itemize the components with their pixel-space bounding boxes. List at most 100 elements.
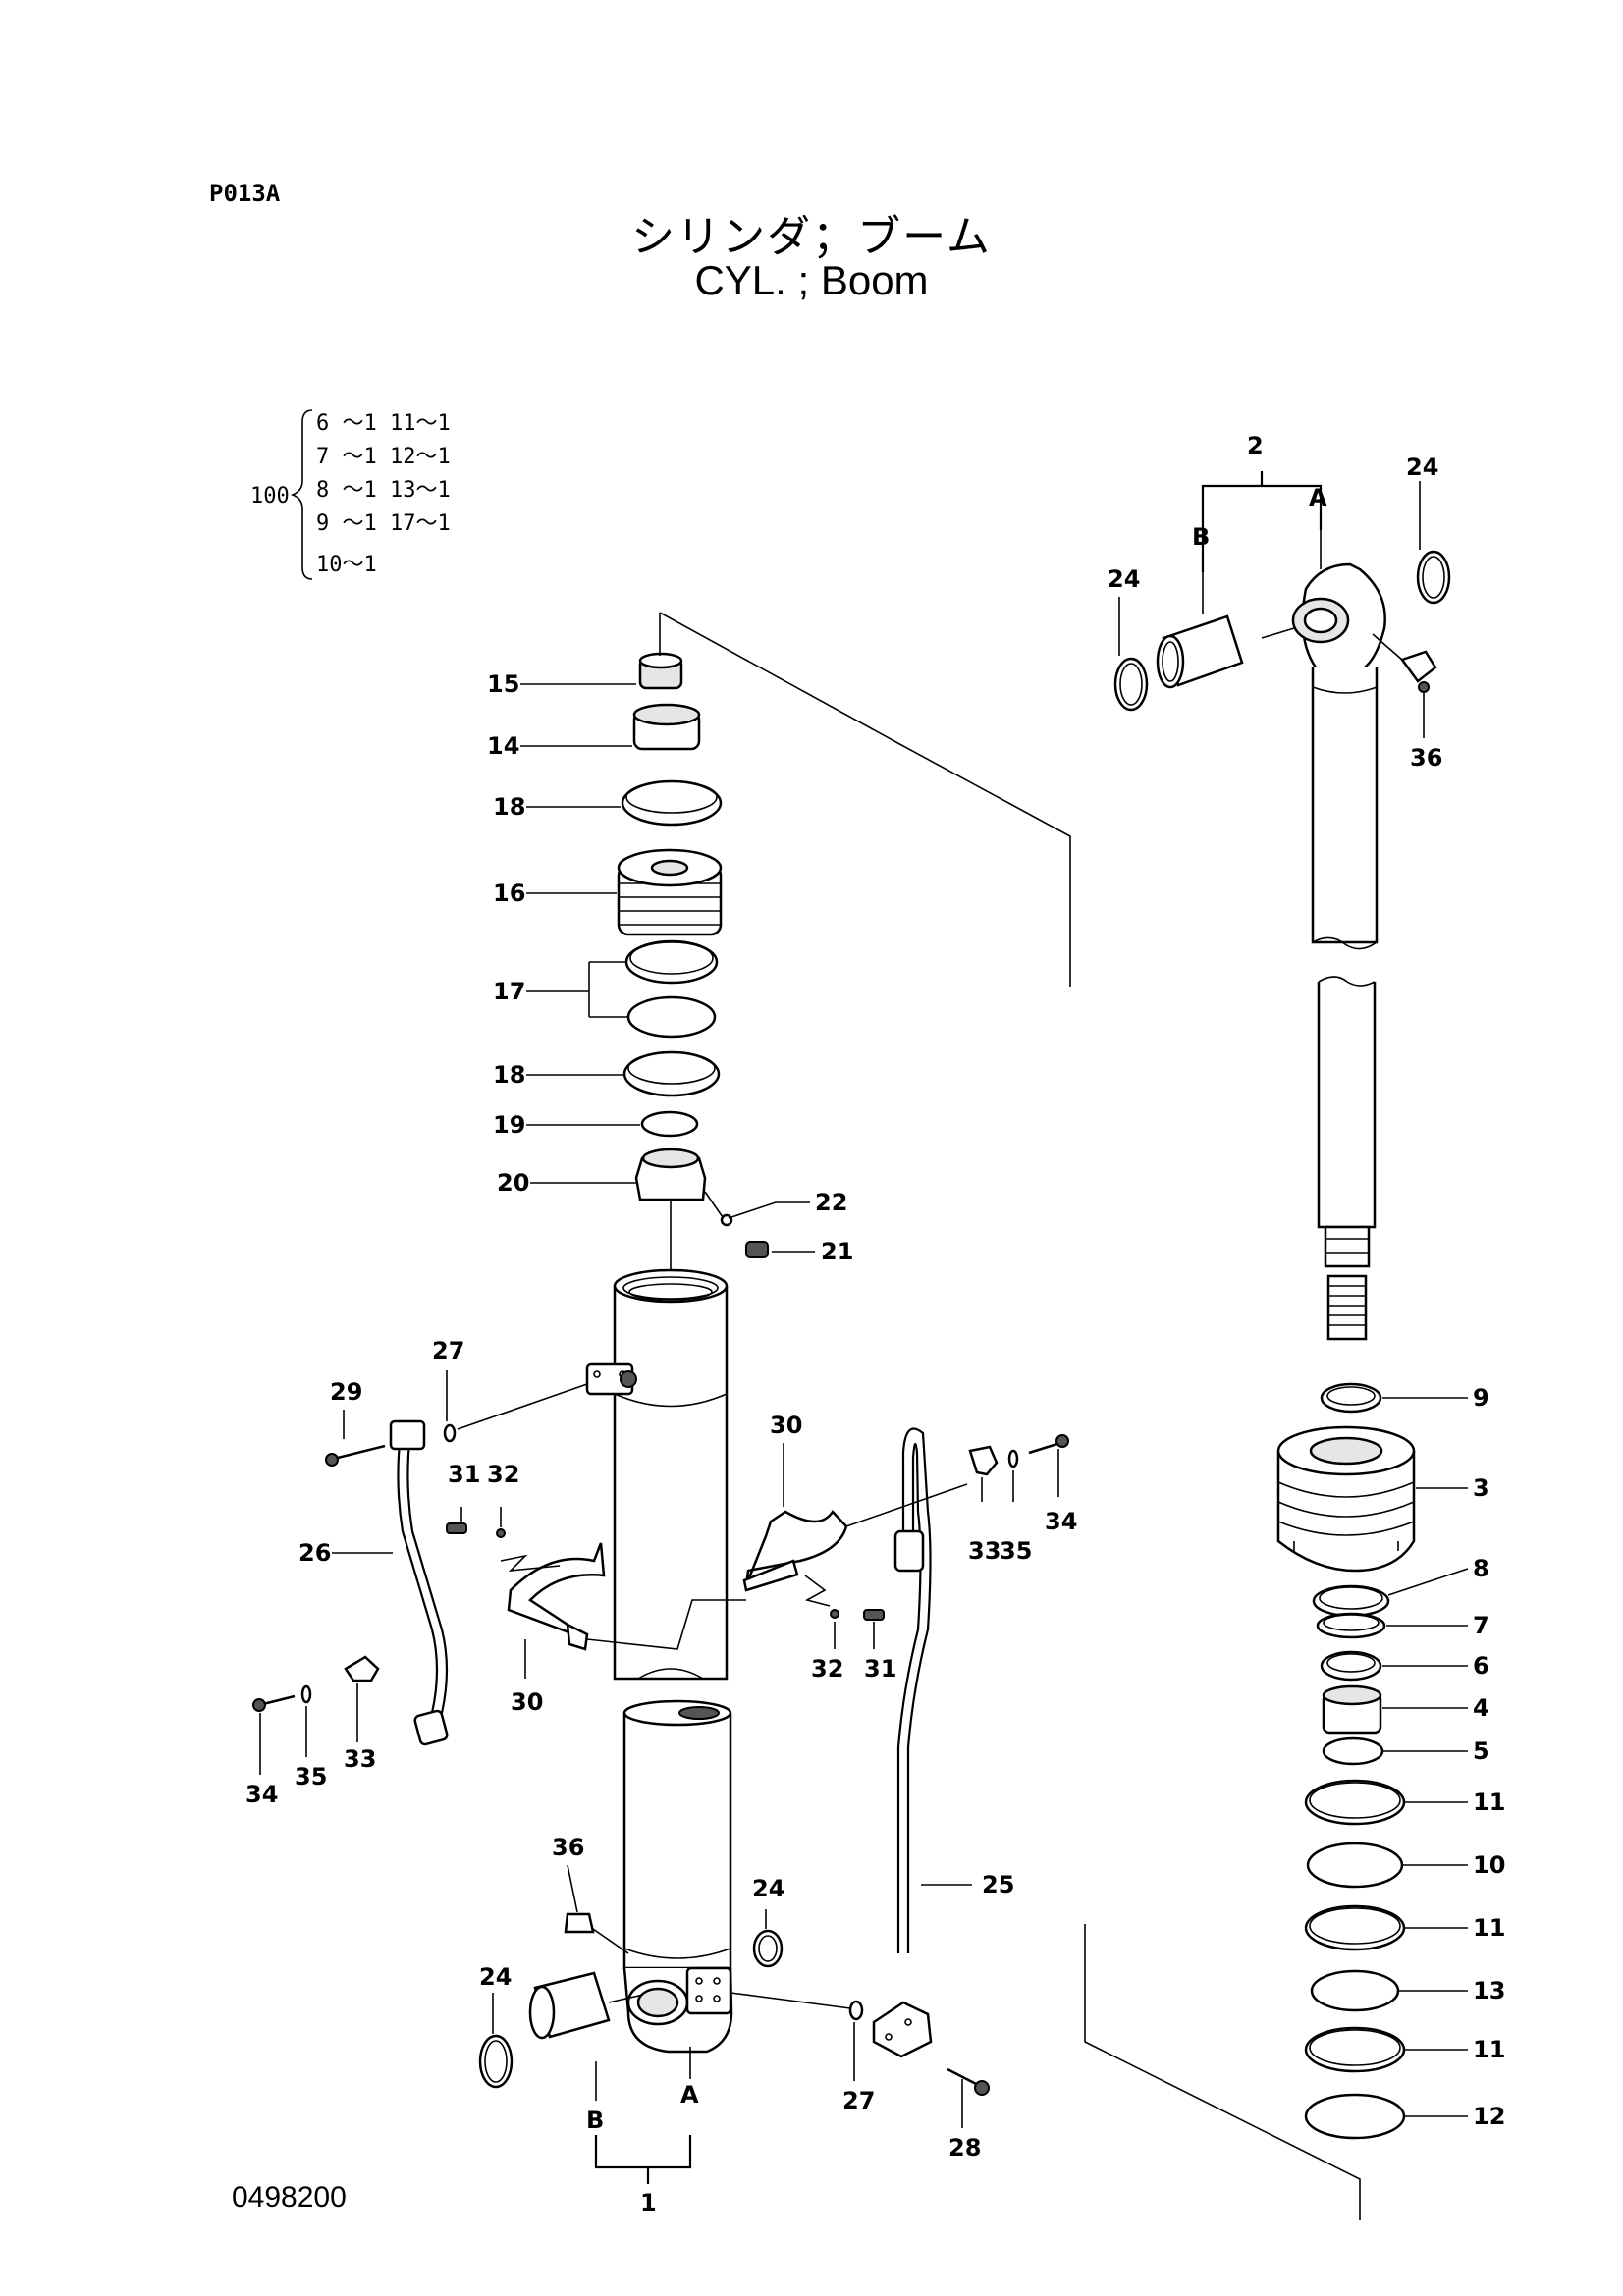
callout-11: 11 (1473, 1789, 1505, 1816)
page-title-japanese: シリンダ；ブーム (631, 212, 992, 262)
callout-20: 20 (497, 1169, 529, 1197)
callout-28: 28 (948, 2134, 981, 2162)
part-15-top (638, 652, 683, 669)
callout-33: 33 (344, 1745, 376, 1773)
hose-26-tube (397, 1432, 439, 1714)
screw-31-left (446, 1522, 467, 1534)
part-19-ring (640, 1110, 699, 1138)
rod-lower (1317, 982, 1377, 1229)
callout-24: 24 (479, 1963, 512, 1991)
clamp-30-right (744, 1509, 848, 1586)
callout-10: 10 (1473, 1851, 1505, 1879)
page-code: P013A (209, 180, 281, 207)
callout-14: 14 (487, 732, 519, 760)
callout-labels: 15 14 18 16 17 18 19 20 22 21 2 A B 24 2… (245, 432, 1505, 2216)
oring-27-top (443, 1423, 457, 1443)
part-18-ring-inner (625, 780, 718, 814)
part-17-ring (626, 995, 717, 1039)
callout-11: 11 (1473, 1914, 1505, 1942)
kit-number: 100 (250, 484, 290, 508)
callout-31: 31 (864, 1655, 896, 1682)
cylinder-tube-lower (622, 1713, 732, 1970)
hose-26-block (389, 1419, 426, 1451)
callout-12: 12 (1473, 2103, 1505, 2130)
callout-label-b-top: B (1192, 523, 1210, 551)
callout-29: 29 (330, 1378, 362, 1406)
screw-31-right (863, 1609, 885, 1621)
hose-26-fitting (413, 1709, 449, 1746)
tube-port-lower (685, 1966, 732, 2015)
callout-6: 6 (1473, 1652, 1489, 1680)
kit-list: 100 6 ～1 11～1 7 ～1 12～1 8 ～1 13～1 9 ～1 1… (250, 409, 451, 580)
kit-row: 8 ～1 13～1 (316, 478, 451, 503)
callout-31: 31 (448, 1461, 480, 1488)
clamps (252, 1434, 1069, 1712)
callout-19: 19 (493, 1111, 525, 1139)
bolt-29 (333, 1444, 386, 1461)
part-18-ring-lower (622, 1050, 721, 1097)
part-9-ring (1320, 1382, 1382, 1414)
callout-1: 1 (640, 2189, 657, 2216)
callout-36: 36 (552, 1834, 584, 1861)
callout-2: 2 (1247, 432, 1264, 459)
washer-35-right (1007, 1449, 1019, 1468)
callout-30: 30 (770, 1412, 802, 1439)
part-3-gland (1276, 1451, 1416, 1573)
bolt-28 (947, 2067, 981, 2088)
bottom-pin-parts (478, 1912, 990, 2096)
callout-27: 27 (842, 2087, 875, 2114)
kit-row: 9 ～1 17～1 (316, 511, 451, 536)
hose-26 (325, 1383, 588, 1746)
part-8-seal (1312, 1584, 1390, 1618)
pipe-25 (872, 1427, 933, 2058)
callout-30: 30 (511, 1688, 543, 1716)
callout-26: 26 (298, 1539, 331, 1567)
callout-27: 27 (432, 1337, 464, 1364)
part-13-ring (1310, 1969, 1400, 2012)
callout-13: 13 (1473, 1977, 1505, 2004)
washer-32-left (496, 1528, 506, 1538)
callout-9: 9 (1473, 1384, 1489, 1412)
washer-32-right (830, 1609, 839, 1619)
callout-8: 8 (1473, 1555, 1489, 1582)
callout-32: 32 (487, 1461, 519, 1488)
kit-row: 7 ～1 12～1 (316, 445, 451, 469)
part-7-seal (1316, 1612, 1386, 1639)
callout-25: 25 (982, 1871, 1014, 1898)
part-21-screw (745, 1241, 769, 1258)
pipe-25-fitting (893, 1529, 925, 1573)
callout-32: 32 (811, 1655, 843, 1682)
part-12-ring (1304, 2093, 1406, 2140)
callout-16: 16 (493, 880, 525, 907)
rod-upper (1311, 667, 1379, 944)
callout-label-a-bottom: A (680, 2081, 699, 2109)
pipe-25-tube (901, 1427, 932, 1953)
bolt-34-right (1028, 1441, 1061, 1455)
callout-17: 17 (493, 978, 525, 1005)
callout-label-a-top: A (1309, 484, 1327, 511)
callout-24: 24 (1406, 454, 1438, 481)
callout-18: 18 (493, 793, 525, 821)
kit-row: 6 ～1 11～1 (316, 411, 451, 436)
cylinder-tube (585, 1268, 733, 2054)
kit-row: 10～1 (316, 553, 377, 577)
grease-fitting-36-top (1399, 650, 1437, 683)
part-10-ring (1306, 1842, 1404, 1889)
callout-24: 24 (752, 1875, 784, 1902)
pipe-25-flange (872, 2001, 933, 2058)
callout-11: 11 (1473, 2036, 1505, 2063)
part-5-ring (1322, 1736, 1384, 1766)
callout-36: 36 (1410, 744, 1442, 772)
callout-18: 18 (493, 1061, 525, 1089)
bracket-bottom (594, 2047, 692, 2184)
drawing-code: 0498200 (232, 2181, 347, 2214)
callout-35: 35 (1000, 1537, 1032, 1565)
callout-35: 35 (295, 1763, 327, 1790)
clip-33-right (968, 1445, 999, 1476)
cylinder-tube-upper (613, 1286, 729, 1681)
part-18-ring (621, 779, 723, 827)
bracket-top (1201, 471, 1323, 614)
callout-15: 15 (487, 670, 519, 698)
piston-parts (617, 652, 769, 1276)
